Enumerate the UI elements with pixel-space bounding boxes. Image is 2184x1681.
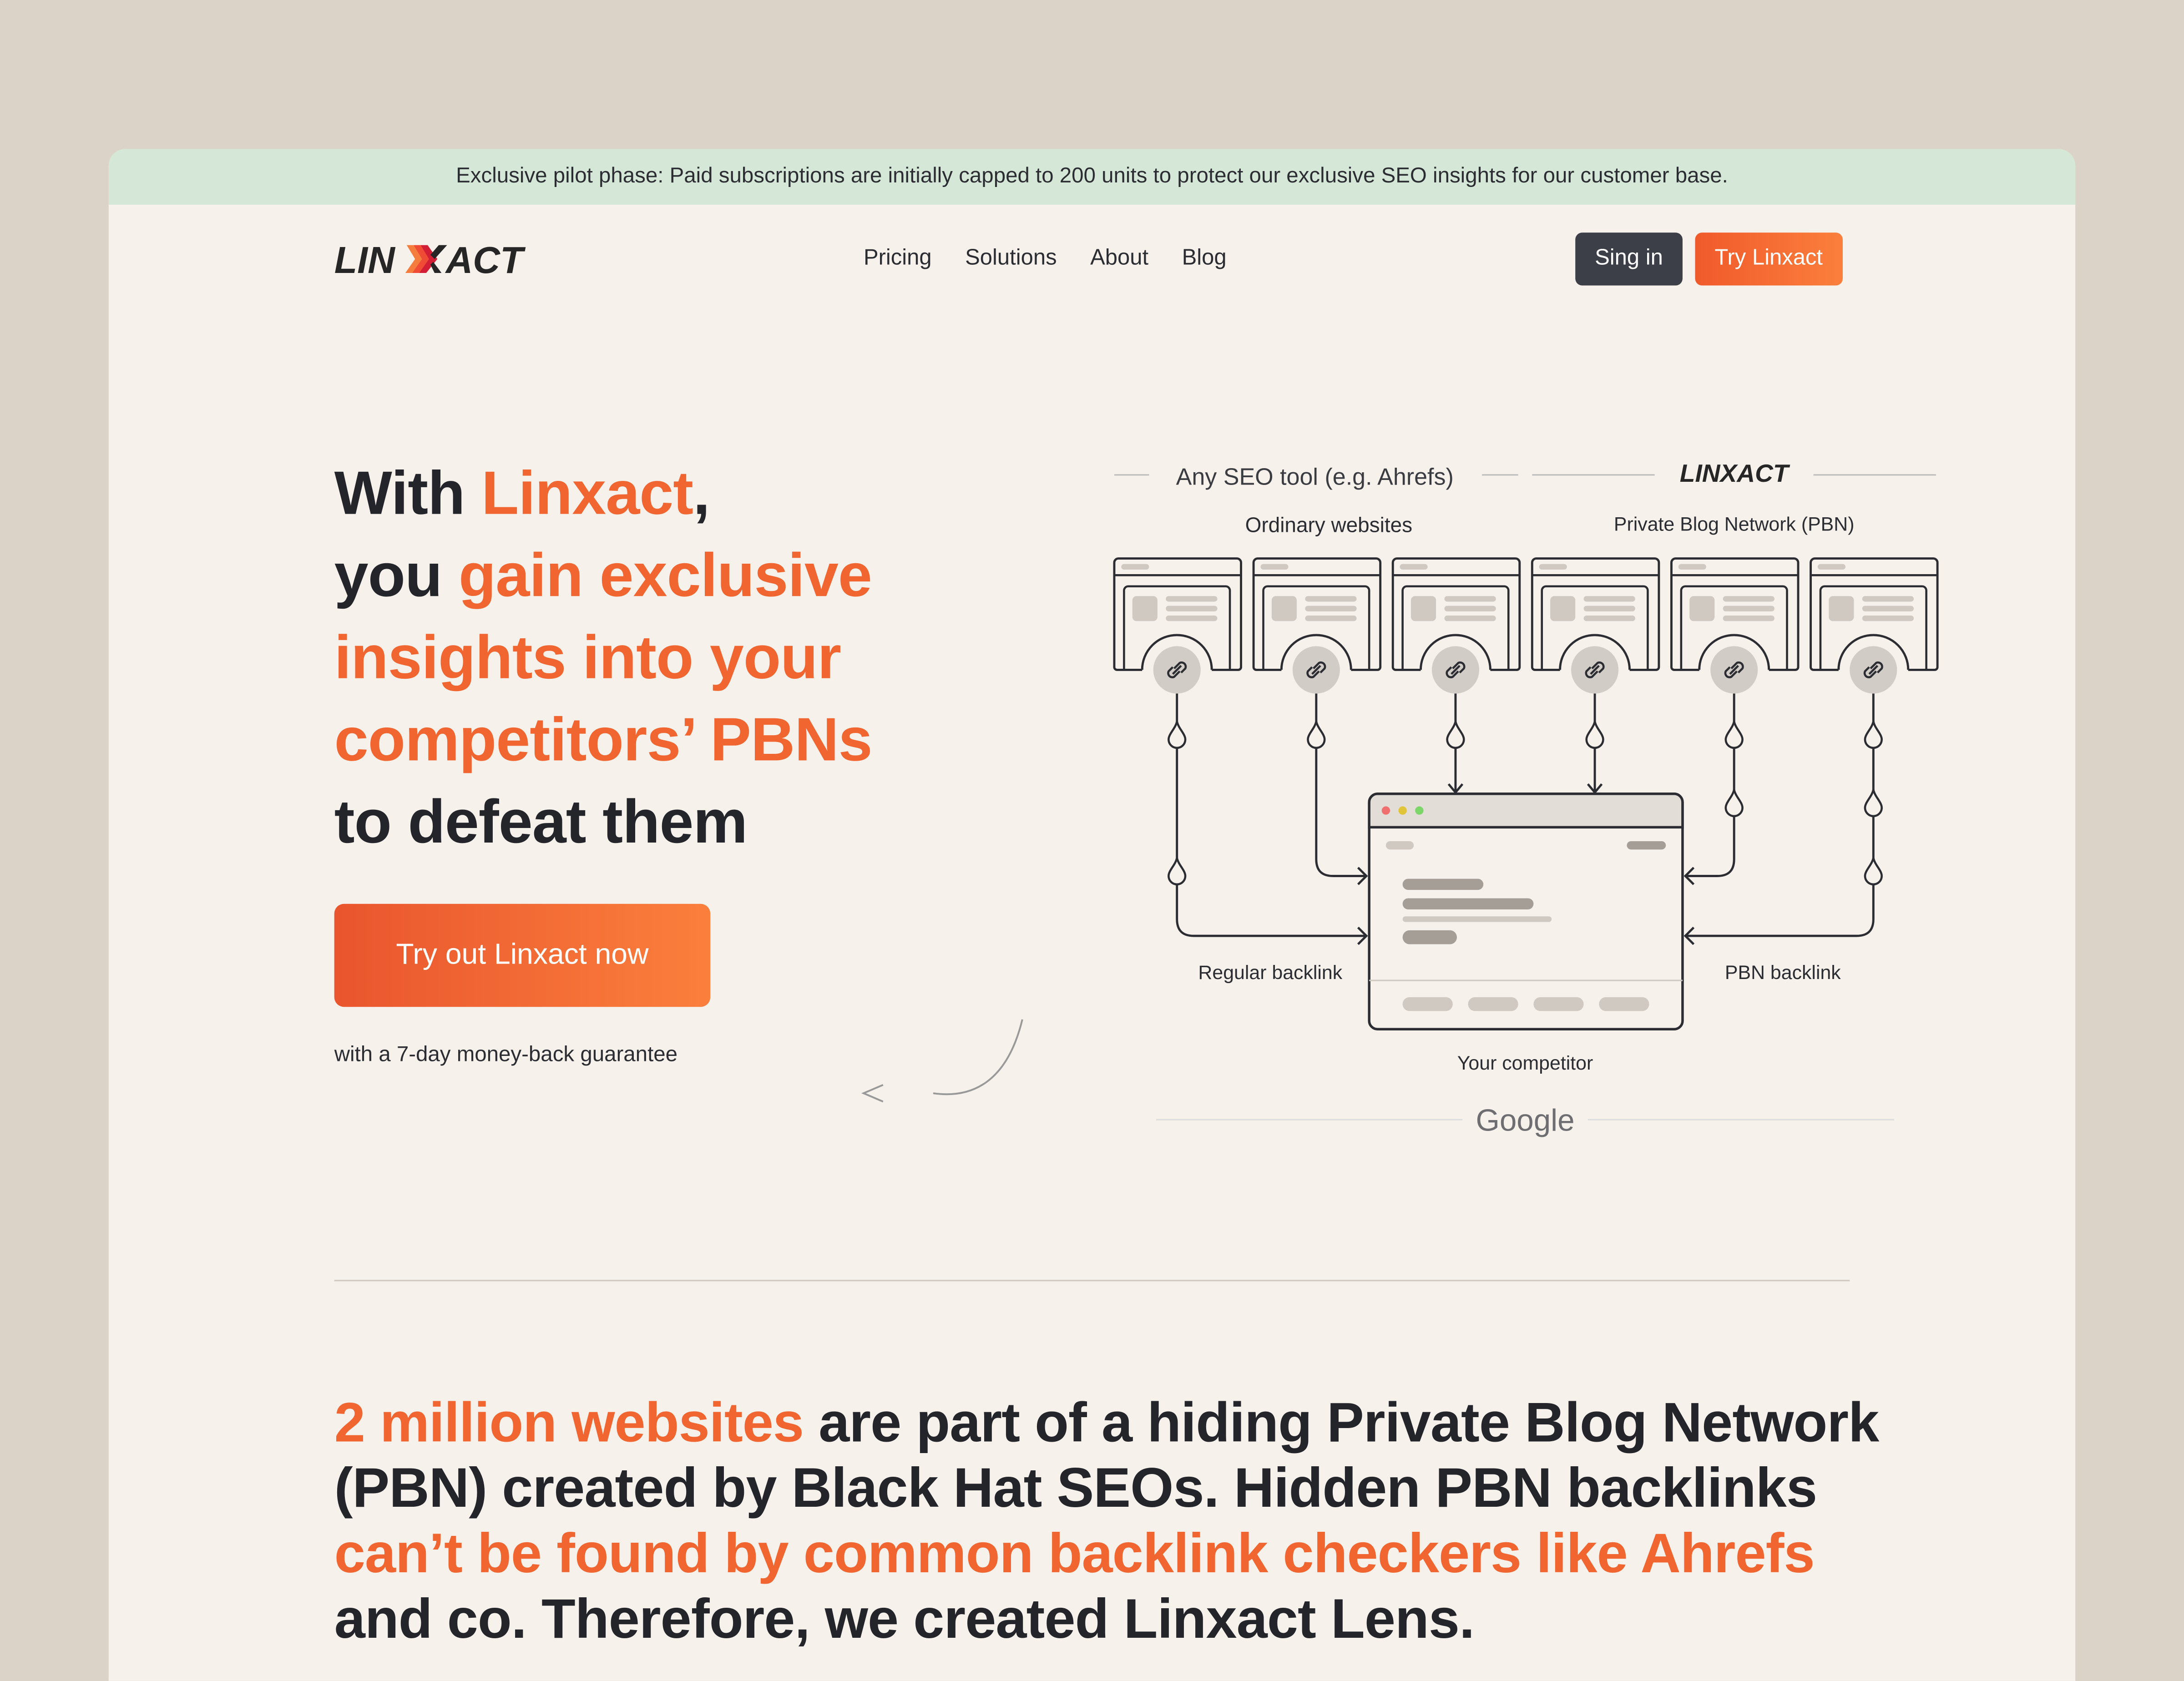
guarantee-text: with a 7-day money-back guarantee bbox=[334, 1043, 678, 1067]
svg-text:LIN: LIN bbox=[334, 241, 396, 278]
backlink-connector bbox=[1684, 693, 1735, 885]
website-card bbox=[1391, 557, 1521, 694]
your-competitor-label: Your competitor bbox=[1457, 1052, 1593, 1074]
linxact-logo[interactable]: LIN ACT bbox=[334, 241, 532, 278]
headline-part: to defeat them bbox=[334, 788, 748, 857]
statement-highlight: 2 million websites bbox=[334, 1393, 804, 1454]
try-linxact-button[interactable]: Try Linxact bbox=[1695, 232, 1842, 286]
pbn-backlink-label: PBN backlink bbox=[1725, 962, 1841, 984]
drop-icon bbox=[1585, 721, 1604, 749]
regular-backlink-label: Regular backlink bbox=[1198, 962, 1342, 984]
drop-icon bbox=[1864, 789, 1883, 818]
competitor-window bbox=[1368, 793, 1684, 1030]
navbar: LIN ACT Pricing Solutions About Blog Sin… bbox=[109, 232, 2075, 288]
pbn-statement: 2 million websites are part of a hiding … bbox=[334, 1391, 1881, 1653]
try-out-cta-button[interactable]: Try out Linxact now bbox=[334, 904, 711, 1007]
statement-highlight: can’t be found by common backlink checke… bbox=[334, 1523, 1815, 1585]
pilot-banner: Exclusive pilot phase: Paid subscription… bbox=[108, 149, 2076, 205]
ordinary-websites-label: Ordinary websites bbox=[1245, 513, 1412, 536]
headline-part: With bbox=[334, 459, 482, 528]
drop-icon bbox=[1307, 721, 1326, 749]
headline-highlight: gain exclusive insights into your compet… bbox=[334, 541, 873, 775]
seo-tool-label: Any SEO tool (e.g. Ahrefs) bbox=[1176, 464, 1454, 490]
hero-headline: With Linxact, you gain exclusive insights… bbox=[334, 453, 920, 863]
drop-icon bbox=[1864, 721, 1883, 749]
headline-part: , bbox=[693, 459, 710, 528]
statement-text: are part of a hiding Private Blog Networ… bbox=[334, 1393, 1880, 1519]
nav-links: Pricing Solutions About Blog bbox=[864, 247, 1227, 272]
section-divider bbox=[334, 1280, 1850, 1282]
drop-icon bbox=[1446, 721, 1465, 749]
drop-icon bbox=[1168, 858, 1187, 886]
headline-brand: Linxact bbox=[481, 459, 693, 528]
backlink-connector bbox=[1315, 693, 1368, 885]
svg-text:ACT: ACT bbox=[445, 241, 526, 278]
pbn-label: Private Blog Network (PBN) bbox=[1614, 513, 1855, 535]
backlink-connector bbox=[1684, 693, 1875, 945]
website-card bbox=[1531, 557, 1660, 694]
curved-arrow-icon bbox=[861, 1019, 1023, 1103]
nav-solutions[interactable]: Solutions bbox=[965, 246, 1057, 270]
sign-in-button[interactable]: Sing in bbox=[1575, 232, 1683, 286]
google-logo: Google bbox=[1476, 1104, 1574, 1138]
banner-text: Exclusive pilot phase: Paid subscription… bbox=[456, 164, 1728, 188]
page: Exclusive pilot phase: Paid subscription… bbox=[108, 149, 2076, 1681]
backlink-connector bbox=[1176, 693, 1368, 945]
website-card bbox=[1113, 557, 1242, 694]
headline-part: you bbox=[334, 541, 459, 610]
drop-icon bbox=[1724, 789, 1744, 818]
diagram-linxact-logo: LINXACT bbox=[1680, 459, 1790, 487]
website-card bbox=[1670, 557, 1800, 694]
statement-text: and co. Therefore, we created Linxact Le… bbox=[334, 1589, 1475, 1651]
website-card bbox=[1810, 557, 1939, 694]
nav-blog[interactable]: Blog bbox=[1182, 246, 1227, 270]
nav-pricing[interactable]: Pricing bbox=[863, 246, 932, 270]
drop-icon bbox=[1168, 721, 1187, 749]
drop-icon bbox=[1864, 858, 1883, 886]
pbn-diagram: Any SEO tool (e.g. Ahrefs) LINXACT Ordin… bbox=[1113, 459, 1939, 1138]
drop-icon bbox=[1724, 721, 1744, 749]
website-card bbox=[1252, 557, 1382, 694]
nav-about[interactable]: About bbox=[1090, 246, 1149, 270]
